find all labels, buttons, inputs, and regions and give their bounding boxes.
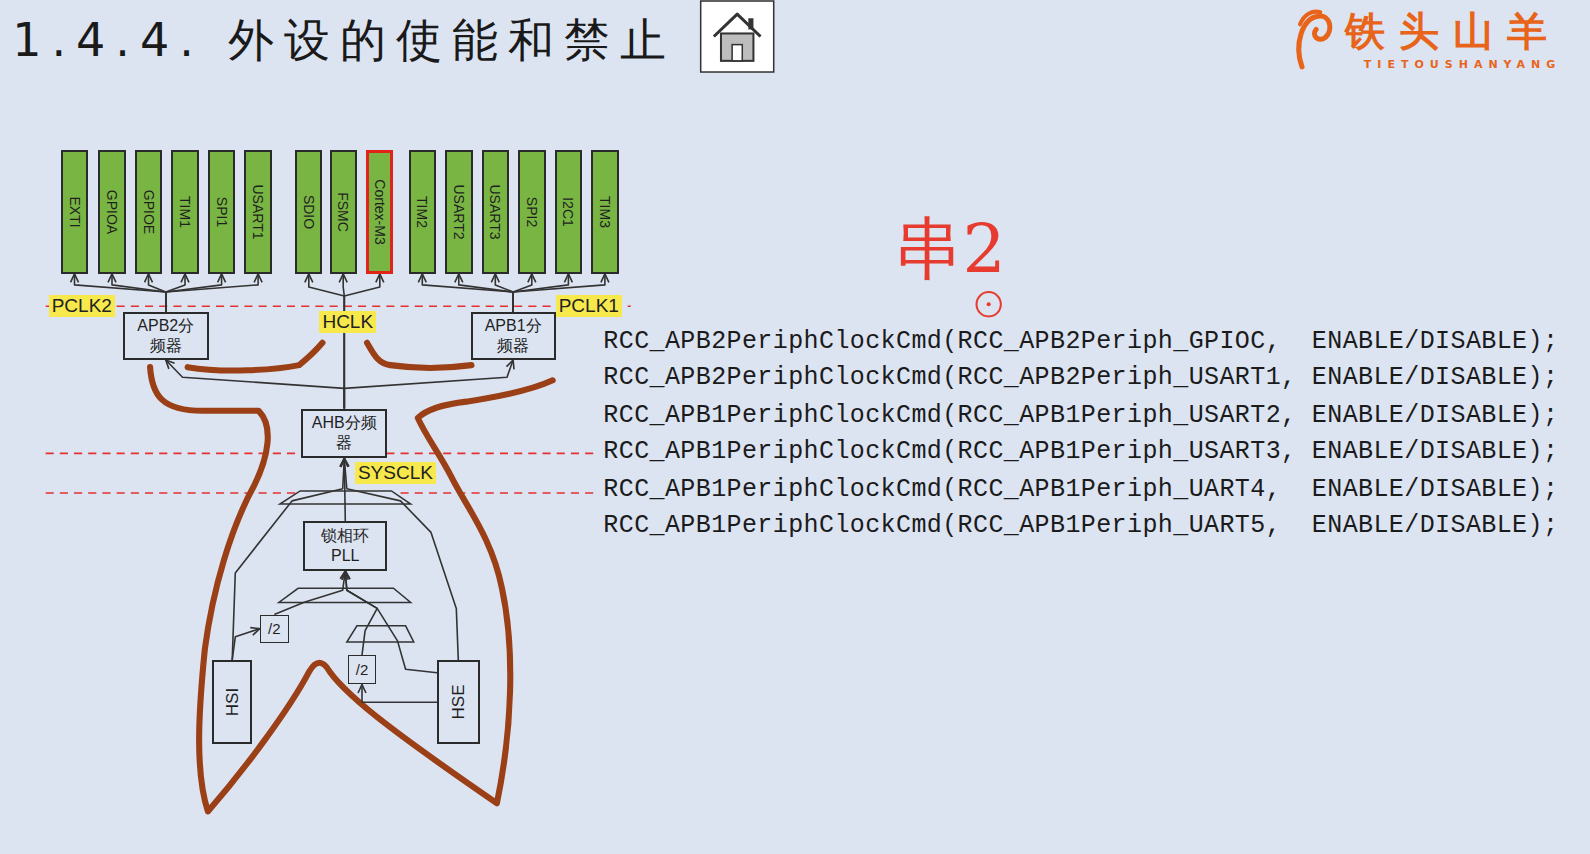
node-label: SDIO (301, 195, 317, 229)
goat-logo (1299, 16, 1330, 67)
hse-mux (347, 626, 414, 642)
clock-arrow (345, 571, 377, 655)
handwritten-dot (987, 302, 991, 306)
clock-arrow (459, 274, 513, 313)
node-label: APB1分频器 (481, 316, 546, 356)
clock-arrow (513, 274, 532, 313)
clock-arrow (232, 629, 259, 660)
clock-arrow (422, 274, 513, 313)
node-label: TIM2 (414, 196, 430, 228)
pll-source-mux (279, 588, 411, 602)
node-label: SPI1 (214, 197, 230, 227)
node-label: AHB分频器 (311, 413, 377, 453)
node-label: EXTI (67, 196, 83, 227)
code-line: RCC_APB1PeriphClockCmd(RCC_APB1Periph_UA… (603, 475, 1558, 505)
clock-arrow (166, 274, 185, 313)
body-outline (150, 367, 553, 811)
divider-box: /2 (348, 655, 376, 684)
body-shoulder (367, 343, 471, 368)
peripheral-box: USART2 (445, 150, 472, 274)
clock-arrow (166, 274, 258, 313)
code-line: RCC_APB1PeriphClockCmd(RCC_APB1Periph_US… (603, 437, 1558, 467)
node-label: Cortex-M3 (372, 179, 388, 244)
oscillator-box: HSI (212, 660, 253, 744)
clock-domain-line (46, 306, 631, 308)
peripheral-box: USART1 (244, 150, 271, 274)
prescaler-box: AHB分频器 (301, 409, 387, 459)
peripheral-box: FSMC (330, 150, 357, 274)
node-label: USART1 (250, 184, 266, 239)
peripheral-box: GPIOA (98, 150, 125, 274)
node-label: GPIOA (104, 190, 120, 234)
peripheral-box: SPI1 (208, 150, 235, 274)
clock-arrow (344, 360, 513, 409)
peripheral-box: Cortex-M3 (366, 150, 393, 274)
oscillator-box: HSE (437, 660, 480, 744)
divider-box: /2 (260, 615, 289, 643)
clock-signal-name: PCLK2 (49, 295, 115, 317)
node-label: /2 (268, 620, 281, 637)
house-wall (721, 33, 753, 60)
clock-signal-name: SYSCLK (355, 462, 436, 484)
clock-arrow (166, 360, 344, 409)
prescaler-box: APB2分频器 (123, 312, 209, 360)
node-label: 锁相环 PLL (313, 526, 377, 566)
house-door (732, 45, 742, 61)
code-line: RCC_APB2PeriphClockCmd(RCC_APB2Periph_GP… (603, 327, 1558, 357)
handwritten-circle (977, 292, 1001, 316)
home-button (701, 1, 774, 72)
peripheral-box: TIM1 (171, 150, 198, 274)
clock-arrow (166, 274, 222, 313)
peripheral-box: SPI2 (518, 150, 545, 274)
clock-arrow (112, 274, 166, 313)
node-label: USART2 (451, 184, 467, 239)
logo-text: 铁头山羊 (1345, 8, 1561, 54)
prescaler-box: APB1分频器 (471, 312, 556, 360)
house-chimney (748, 18, 753, 29)
code-line: RCC_APB1PeriphClockCmd(RCC_APB1Periph_UA… (603, 511, 1558, 541)
node-label: /2 (356, 661, 369, 678)
node-label: TIM3 (597, 196, 613, 228)
node-label: TIM1 (177, 196, 193, 228)
peripheral-box: EXTI (61, 150, 88, 274)
code-line: RCC_APB1PeriphClockCmd(RCC_APB1Periph_US… (603, 401, 1558, 431)
peripheral-box: USART3 (482, 150, 509, 274)
clock-arrow (362, 685, 437, 703)
node-label: GPIOE (141, 190, 157, 234)
node-label: HSE (449, 685, 468, 720)
node-label: USART3 (487, 184, 503, 239)
node-label: I2C1 (560, 197, 576, 227)
clock-arrow (495, 274, 513, 313)
clock-arrow (149, 274, 166, 313)
clock-signal-name: HCLK (319, 311, 376, 333)
code-line: RCC_APB2PeriphClockCmd(RCC_APB2Periph_US… (603, 363, 1558, 393)
clock-arrow (274, 571, 345, 615)
clock-signal-name: PCLK1 (556, 295, 622, 317)
slide-title: 1.4.4. 外设的使能和禁止 (12, 10, 676, 70)
logo-subtitle: TIETOUSHANYANG (1364, 58, 1561, 72)
peripheral-box: I2C1 (555, 150, 582, 274)
goat-horn (1300, 12, 1320, 25)
prescaler-box: 锁相环 PLL (303, 521, 387, 571)
peripheral-box: TIM3 (591, 150, 618, 274)
node-label: FSMC (335, 192, 351, 232)
node-label: HSI (223, 688, 242, 716)
peripheral-box: TIM2 (409, 150, 436, 274)
node-label: APB2分频器 (133, 316, 199, 356)
peripheral-box: SDIO (295, 150, 322, 274)
node-label: SPI2 (524, 197, 540, 227)
handwritten-note: 串2 (894, 215, 1005, 283)
peripheral-box: GPIOE (135, 150, 162, 274)
